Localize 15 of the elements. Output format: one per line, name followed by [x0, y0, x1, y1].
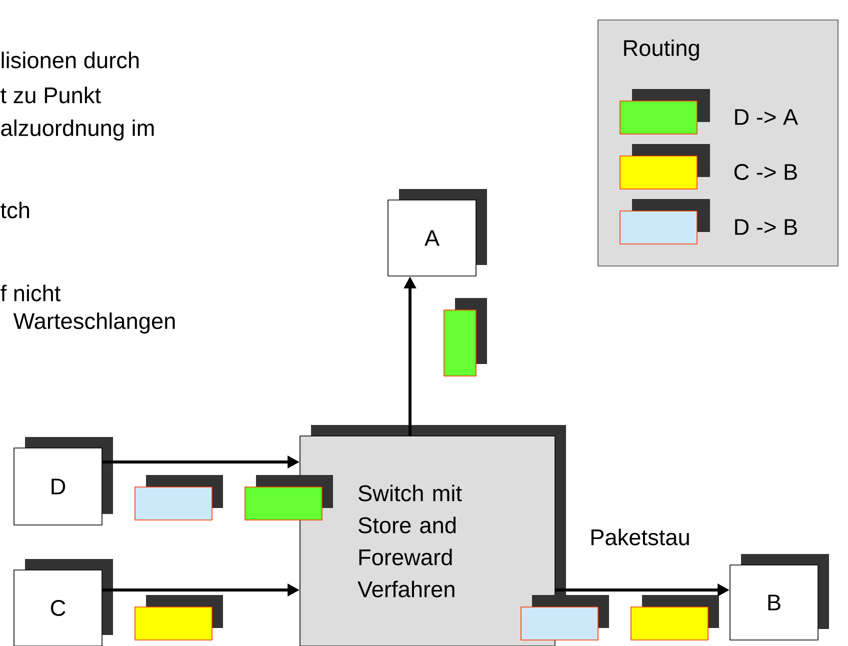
description-text: t zu Punkt	[0, 86, 101, 104]
description-text: tch	[0, 202, 30, 218]
legend-text: C -> B	[734, 164, 797, 180]
legend-text: D -> B	[735, 219, 797, 235]
station-box: D	[14, 437, 113, 526]
edge-label: Paketstau	[588, 527, 692, 547]
description-text: Warteschlangen	[13, 312, 175, 334]
description-text: alzuordnung im	[1, 119, 154, 141]
switch-box: Switch mit Store and Foreward Verfahren	[300, 425, 566, 646]
station-box: A	[388, 189, 487, 276]
description-text: f nicht	[0, 284, 61, 302]
station-box: C	[14, 559, 113, 646]
station-box: B	[730, 554, 829, 640]
legend-text: D -> A	[735, 109, 798, 125]
description-text: lisionen durch	[2, 52, 139, 68]
